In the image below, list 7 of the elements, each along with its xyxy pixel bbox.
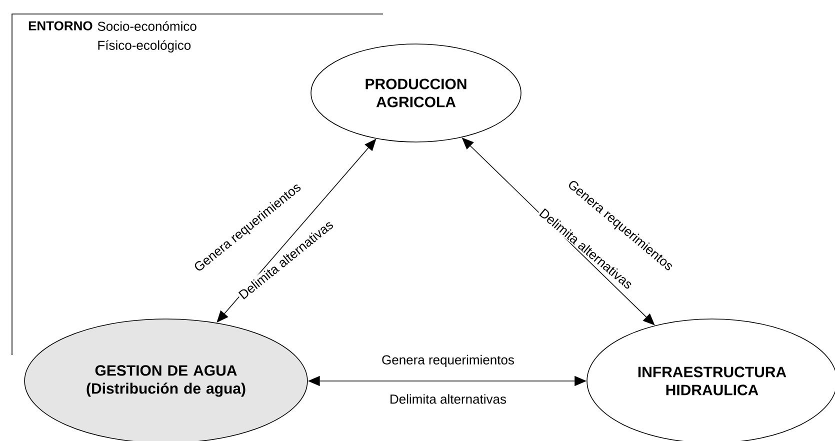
ellipse-node: PRODUCCION AGRICOLA xyxy=(310,44,522,142)
edge-label: Genera requerimientos xyxy=(380,354,516,368)
annotation-text: Delimita alternativas xyxy=(388,393,508,405)
ellipse-node: GESTION DE AGUA (Distribución de agua) xyxy=(24,318,308,441)
heading-label: ENTORNO xyxy=(27,20,94,32)
context-label: Físico-ecológico xyxy=(96,39,192,54)
context-label: Socio-económico xyxy=(96,20,198,32)
